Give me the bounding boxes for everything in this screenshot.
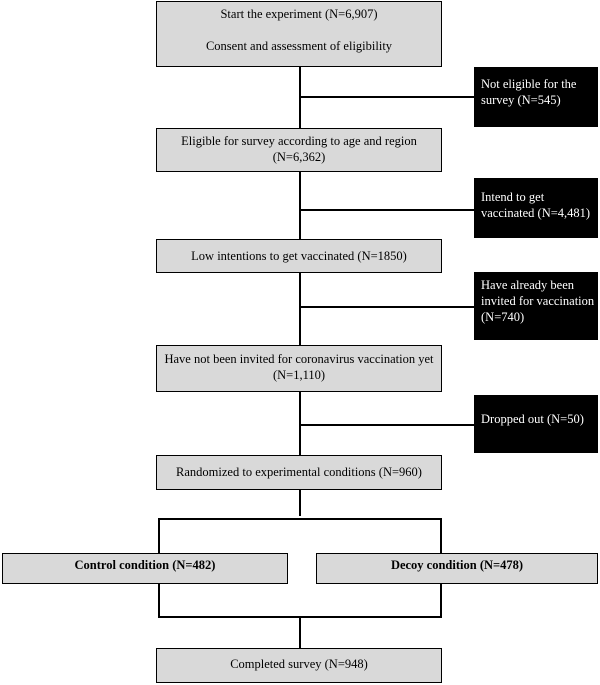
not-invited-line1: Have not been invited for coronavirus va… [164, 352, 434, 366]
low-intentions-box: Low intentions to get vaccinated (N=1850… [156, 239, 442, 273]
randomized-text: Randomized to experimental conditions (N… [176, 465, 422, 479]
not-invited-box: Have not been invited for coronavirus va… [156, 345, 442, 392]
start-box: Start the experiment (N=6,907) Consent a… [156, 1, 442, 67]
exclusion-dropped-out-box: Dropped out (N=50) [474, 395, 598, 453]
connector-merge-right [440, 584, 442, 617]
eligible-box: Eligible for survey according to age and… [156, 128, 442, 172]
connector-split-left [158, 518, 160, 553]
exclusion-not-eligible-text: Not eligible for the survey (N=545) [481, 77, 577, 107]
exclusion-already-invited-box: Have already been invited for vaccinatio… [474, 272, 598, 340]
low-intentions-text: Low intentions to get vaccinated (N=1850… [191, 249, 407, 263]
control-condition-box: Control condition (N=482) [2, 553, 288, 584]
connector-split-horizontal [158, 518, 442, 520]
start-line1: Start the experiment (N=6,907) [220, 7, 378, 21]
connector-to-completed [299, 616, 301, 648]
eligible-line2: (N=6,362) [272, 150, 326, 164]
exclusion-intend-vaccinated-text: Intend to get vaccinated (N=4,481) [481, 190, 591, 220]
start-line2: Consent and assessment of eligibility [205, 39, 393, 53]
not-invited-line2: (N=1,110) [272, 368, 326, 382]
connector-exclusion2 [299, 209, 474, 211]
completed-survey-box: Completed survey (N=948) [156, 648, 442, 683]
connector-merge-left [158, 584, 160, 617]
control-condition-text: Control condition (N=482) [74, 558, 216, 572]
connector-exclusion3 [299, 306, 474, 308]
connector-exclusion4 [299, 424, 474, 426]
completed-survey-text: Completed survey (N=948) [230, 657, 368, 671]
connector-exclusion1 [299, 96, 474, 98]
connector-main-vertical [299, 66, 301, 516]
exclusion-not-eligible-box: Not eligible for the survey (N=545) [474, 67, 598, 127]
randomized-box: Randomized to experimental conditions (N… [156, 455, 442, 490]
exclusion-dropped-out-text: Dropped out (N=50) [481, 412, 584, 426]
decoy-condition-box: Decoy condition (N=478) [316, 553, 598, 584]
exclusion-already-invited-text: Have already been invited for vaccinatio… [481, 278, 595, 324]
exclusion-intend-vaccinated-box: Intend to get vaccinated (N=4,481) [474, 178, 598, 238]
decoy-condition-text: Decoy condition (N=478) [390, 558, 524, 572]
connector-split-right [440, 518, 442, 553]
eligible-line1: Eligible for survey according to age and… [181, 134, 417, 148]
